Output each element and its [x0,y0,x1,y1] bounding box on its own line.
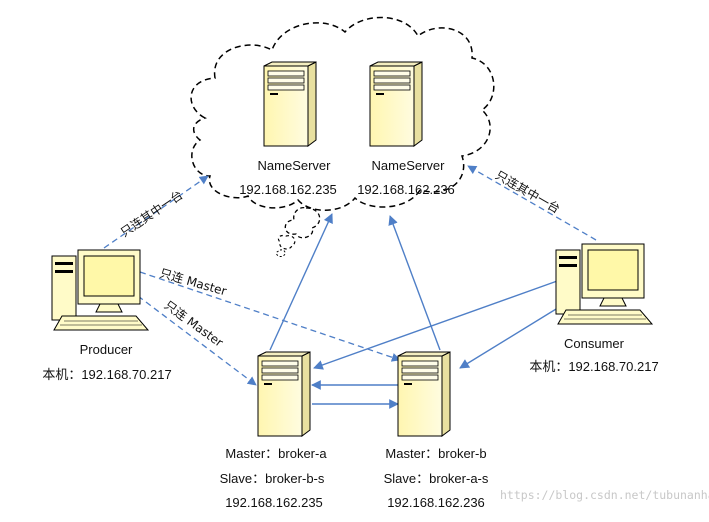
edge-producer-nameserver [103,175,209,249]
nameserver-2-title: NameServer [371,158,445,173]
edge-broker-a-nameserver [269,213,333,351]
broker-a-slave: Slave：broker-b-s [219,471,325,486]
nameserver-2-ip: 192.168.162.236 [357,182,455,197]
edge-consumer-nameserver [467,165,597,241]
broker-a-ip: 192.168.162.235 [225,495,323,510]
producer-title: Producer [79,342,133,357]
consumer-ip: 本机：192.168.70.217 [529,359,659,374]
edge-consumer-broker-a [313,279,561,370]
consumer-desktop-computer-icon [555,243,653,325]
nameserver-1-ip: 192.168.162.235 [239,182,337,197]
broker-b-slave: Slave：broker-a-s [383,471,489,486]
producer-desktop-computer-icon [51,249,149,331]
nameserver-1-title: NameServer [257,158,331,173]
nameserver-1-server-tower-icon [263,61,317,147]
consumer-title: Consumer [564,336,624,351]
edge-consumer-broker-b [459,297,575,369]
nameserver-cloud [190,16,495,257]
edge-producer-broker-b [139,271,401,362]
watermark: https://blog.csdn.net/tubunanha [500,488,709,502]
broker-a-server-tower-icon [257,351,311,437]
connections [103,165,597,409]
broker-b-master: Master：broker-b [385,446,487,461]
producer-ip: 本机：192.168.70.217 [42,367,172,382]
broker-b-ip: 192.168.162.236 [387,495,485,510]
broker-b-server-tower-icon [397,351,451,437]
nameserver-2-server-tower-icon [369,61,423,147]
broker-a-master: Master：broker-a [225,446,327,461]
edge-broker-b-nameserver [388,215,441,351]
edge-producer-broker-a [129,289,257,386]
